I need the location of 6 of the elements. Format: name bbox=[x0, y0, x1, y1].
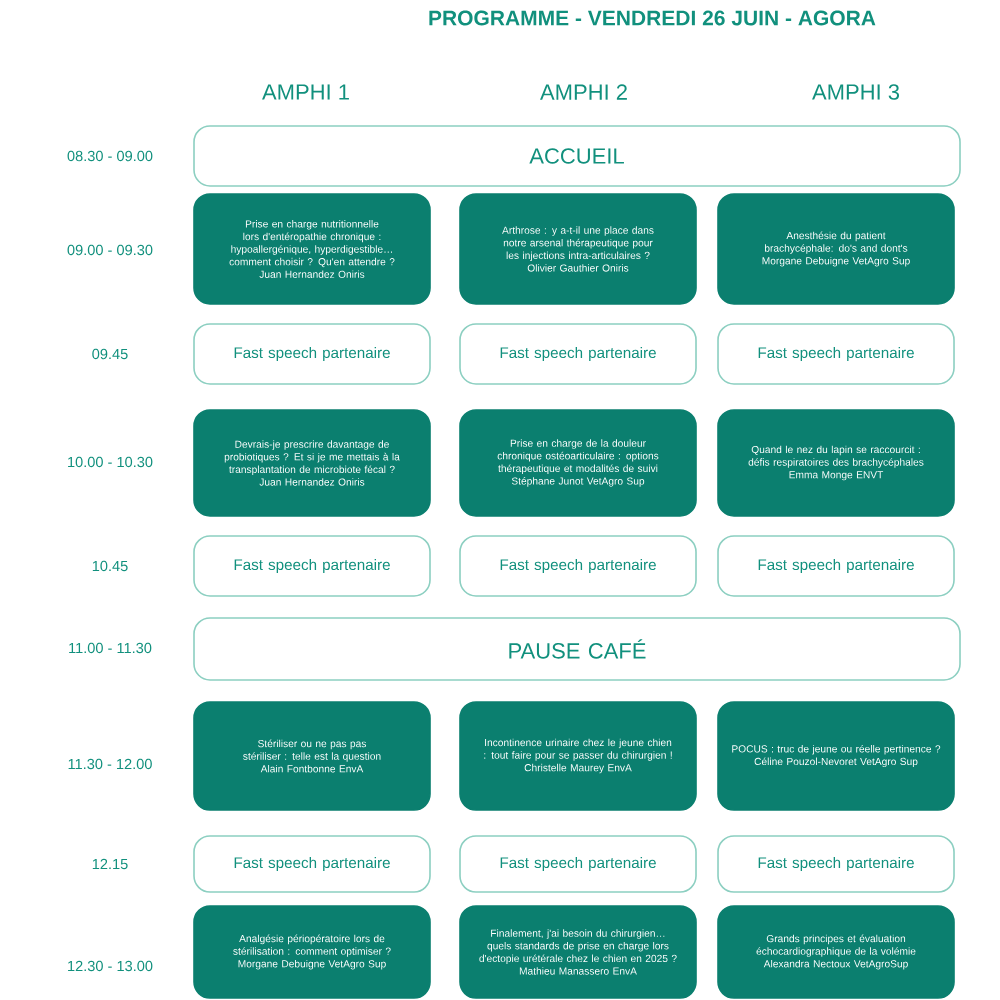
break-box: ACCUEIL bbox=[193, 125, 961, 187]
column-header: AMPHI 1 bbox=[262, 84, 349, 100]
title: PROGRAMME - VENDREDI 26 JUIN - AGORA bbox=[429, 10, 876, 26]
column-header: AMPHI 2 bbox=[540, 84, 627, 100]
break-box: PAUSE CAFÉ bbox=[193, 617, 961, 681]
column-header: AMPHI 3 bbox=[812, 84, 900, 100]
